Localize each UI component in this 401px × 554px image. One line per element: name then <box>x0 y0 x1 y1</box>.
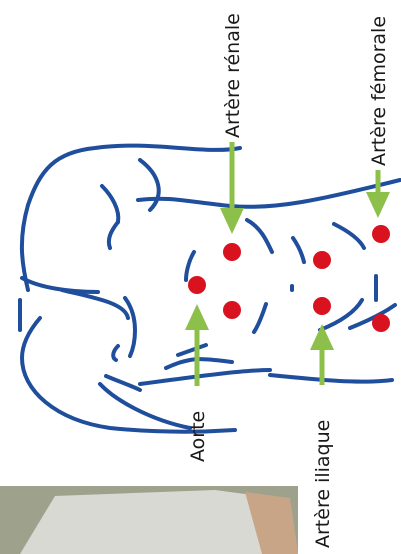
auscultation-points <box>188 225 390 332</box>
point-aorta <box>188 276 206 294</box>
point-renal-lower <box>223 301 241 319</box>
point-iliac-upper <box>313 251 331 269</box>
label-renal-artery: Artère rénale <box>222 13 244 138</box>
body-outline <box>18 143 401 434</box>
arrow-femoral <box>366 170 390 218</box>
point-renal-upper <box>223 243 241 261</box>
point-femoral-upper <box>372 225 390 243</box>
point-femoral-lower <box>372 314 390 332</box>
label-aorta: Aorte <box>187 411 209 462</box>
point-iliac-lower <box>313 297 331 315</box>
pointer-arrows <box>185 142 390 386</box>
photo-fragment <box>0 486 298 554</box>
arrow-aorta <box>185 304 209 386</box>
arrow-iliac <box>310 324 334 385</box>
label-iliac-artery: Artère iliaque <box>312 420 334 548</box>
label-femoral-artery: Artère fémorale <box>368 16 390 166</box>
arrow-renal <box>220 142 244 234</box>
